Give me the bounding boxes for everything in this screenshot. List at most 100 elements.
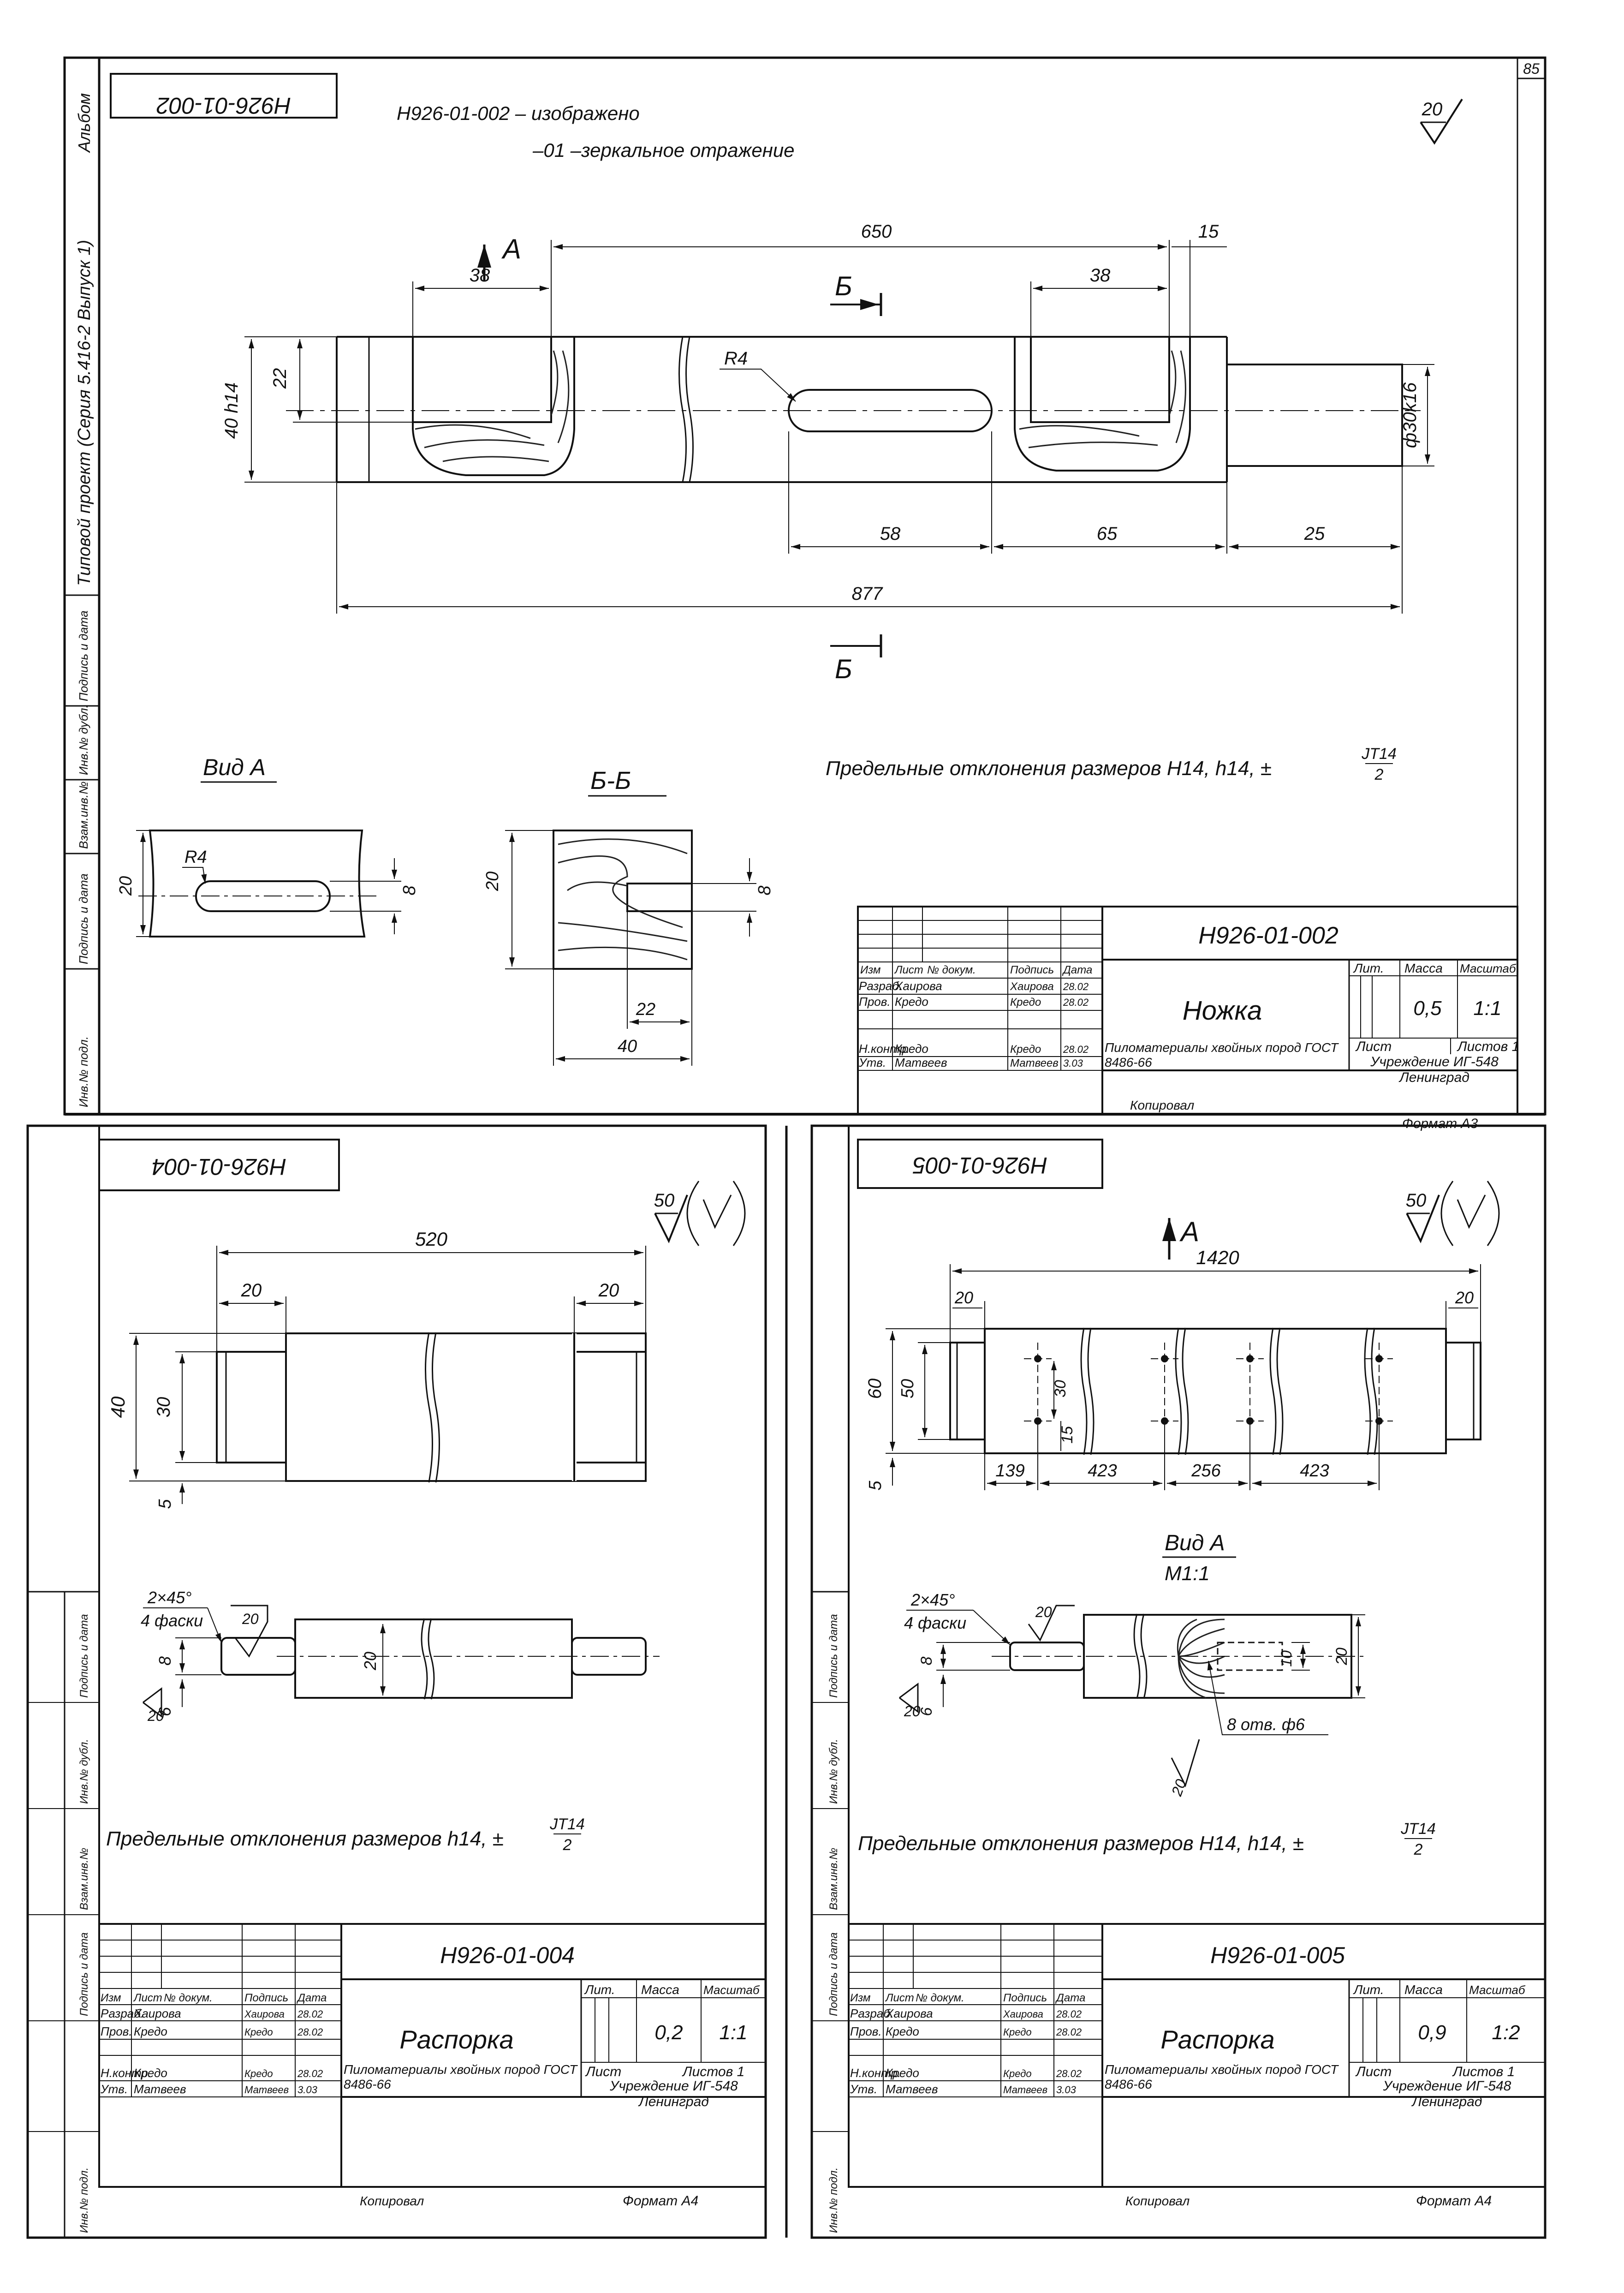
svg-text:Разраб.: Разраб. — [859, 979, 902, 993]
bl-roughness-sign: 50 — [654, 1181, 746, 1246]
svg-text:28.02: 28.02 — [1063, 981, 1089, 992]
svg-text:3.03: 3.03 — [1063, 1057, 1083, 1069]
svg-text:Лист: Лист — [585, 2064, 621, 2079]
svg-text:Кредо: Кредо — [1003, 2026, 1032, 2038]
svg-text:15: 15 — [1059, 1426, 1076, 1444]
br-tolerance-note: Предельные отклонения размеров Н14, h14,… — [858, 1820, 1436, 1858]
svg-text:22: 22 — [270, 368, 290, 389]
svg-text:28.02: 28.02 — [297, 2068, 323, 2079]
svg-text:Копировал: Копировал — [360, 2194, 424, 2208]
top-tolerance-note: Предельные отклонения размеров Н14, h14,… — [826, 745, 1397, 783]
svg-text:25: 25 — [1304, 524, 1325, 544]
tb1-org: Учреждение ИГ-548 Ленинград — [1370, 1054, 1499, 1085]
svg-text:40: 40 — [618, 1037, 637, 1056]
svg-text:Матвеев: Матвеев — [244, 2084, 289, 2096]
svg-text:0,9: 0,9 — [1418, 2021, 1446, 2044]
svg-text:2: 2 — [563, 1836, 572, 1854]
svg-text:Кредо: Кредо — [886, 2024, 919, 2038]
svg-text:Масштаб: Масштаб — [703, 1983, 760, 1997]
svg-text:15: 15 — [1198, 221, 1219, 242]
svg-text:А: А — [501, 233, 521, 264]
svg-text:Кредо: Кредо — [134, 2066, 167, 2080]
svg-text:Хаирова: Хаирова — [1010, 980, 1054, 993]
svg-text:28.02: 28.02 — [1063, 1044, 1089, 1055]
svg-text:30: 30 — [154, 1397, 174, 1418]
svg-text:Подпись и дата: Подпись и дата — [78, 1614, 90, 1698]
svg-text:Н.контр.: Н.контр. — [859, 1042, 910, 1056]
svg-text:Изм: Изм — [850, 1992, 871, 2004]
svg-text:8: 8 — [755, 885, 774, 895]
svg-text:Кредо: Кредо — [1010, 1043, 1041, 1056]
svg-text:Н.контр.: Н.контр. — [850, 2066, 901, 2080]
svg-text:28.02: 28.02 — [297, 2026, 323, 2038]
svg-text:Утв.: Утв. — [100, 2082, 128, 2096]
svg-text:Утв.: Утв. — [858, 1056, 886, 1069]
svg-text:Разраб.: Разраб. — [850, 2006, 893, 2020]
tb1-code: Н926-01-002 — [1198, 922, 1338, 949]
svg-text:Изм: Изм — [860, 964, 881, 976]
svg-text:Подпись и дата: Подпись и дата — [827, 1932, 840, 2016]
svg-text:Масса: Масса — [1404, 961, 1443, 975]
br-name: Распорка — [1160, 2025, 1274, 2054]
svg-text:Листов 1: Листов 1 — [682, 2064, 744, 2079]
svg-text:Инв.№ подл.: Инв.№ подл. — [78, 2168, 90, 2233]
svg-text:Подпись и дата: Подпись и дата — [78, 1932, 90, 2016]
bl-tolerance-note: Предельные отклонения размеров h14, ± JT… — [106, 1815, 585, 1854]
svg-text:Хаирова: Хаирова — [885, 2006, 933, 2020]
svg-text:Кредо: Кредо — [1010, 996, 1041, 1009]
br-roughness-sign: 50 — [1406, 1181, 1500, 1246]
svg-text:4 фаски: 4 фаски — [904, 1613, 966, 1632]
svg-text:Листов 1: Листов 1 — [1452, 2064, 1515, 2079]
svg-text:256: 256 — [1191, 1461, 1221, 1481]
bl-mirror-code: Н926-01-004 — [152, 1154, 286, 1180]
svg-text:8: 8 — [155, 1656, 174, 1666]
svg-text:20: 20 — [954, 1288, 973, 1307]
svg-text:Кредо: Кредо — [895, 995, 928, 1009]
svg-text:Хаирова: Хаирова — [1003, 2008, 1043, 2020]
bl-spacer-view — [216, 1332, 647, 1483]
svg-text:520: 520 — [415, 1228, 448, 1250]
svg-text:20: 20 — [1035, 1604, 1052, 1620]
svg-text:Дата: Дата — [1062, 964, 1092, 976]
br-spacer-view — [949, 1327, 1481, 1455]
svg-text:28.02: 28.02 — [1056, 2008, 1082, 2020]
bottom-right-drawing: Н926-01-005 50 А — [812, 1139, 1546, 2233]
top-dimensions: 650 15 38 38 22 40 h14 R4 — [221, 221, 1434, 614]
top-section-a-marker: А — [477, 233, 521, 281]
svg-text:Хаирова: Хаирова — [133, 2006, 181, 2020]
svg-text:Кредо: Кредо — [895, 1042, 928, 1056]
page-number: 85 — [1523, 60, 1540, 77]
svg-text:5: 5 — [155, 1499, 175, 1509]
svg-text:Взам.инв.№: Взам.инв.№ — [78, 1848, 90, 1910]
svg-text:20: 20 — [1168, 1777, 1189, 1798]
svg-text:Пров.: Пров. — [859, 995, 891, 1009]
top-cut-marker-upper: Б — [830, 271, 882, 316]
svg-text:Кредо: Кредо — [134, 2024, 167, 2038]
svg-text:Подпись: Подпись — [1003, 1992, 1047, 2004]
svg-text:Инв.№ дубл.: Инв.№ дубл. — [78, 1739, 90, 1804]
svg-text:№ докум.: № докум. — [164, 1992, 213, 2004]
bl-code: Н926-01-004 — [440, 1942, 575, 1968]
svg-text:6: 6 — [155, 1707, 174, 1716]
svg-text:Кредо: Кредо — [244, 2068, 273, 2079]
top-mirror-code: Н926-01-002 — [156, 93, 291, 119]
svg-text:Хаирова: Хаирова — [894, 979, 942, 993]
svg-text:Матвеев: Матвеев — [134, 2082, 186, 2096]
svg-text:10: 10 — [1278, 1650, 1295, 1667]
svg-text:Лист: Лист — [1355, 1039, 1392, 1054]
svg-text:Б: Б — [835, 271, 852, 301]
svg-text:3.03: 3.03 — [1056, 2084, 1077, 2096]
svg-text:Матвеев: Матвеев — [886, 2082, 938, 2096]
bl-side-stamp: Подпись и дата Инв.№ дубл. Взам.инв.№ По… — [28, 1591, 99, 2238]
svg-text:877: 877 — [852, 584, 883, 604]
svg-text:Н.контр.: Н.контр. — [101, 2066, 151, 2080]
svg-text:20: 20 — [1422, 99, 1443, 119]
svg-text:Дата: Дата — [296, 1992, 327, 2004]
svg-text:50: 50 — [1406, 1190, 1427, 1211]
svg-text:Подпись: Подпись — [244, 1992, 288, 2004]
svg-text:20: 20 — [242, 1611, 259, 1627]
title-block-top: Изм Лист № докум. Подпись Дата Разраб. Х… — [857, 906, 1519, 1131]
svg-text:Масса: Масса — [1404, 1982, 1443, 1997]
svg-text:139: 139 — [995, 1461, 1024, 1481]
